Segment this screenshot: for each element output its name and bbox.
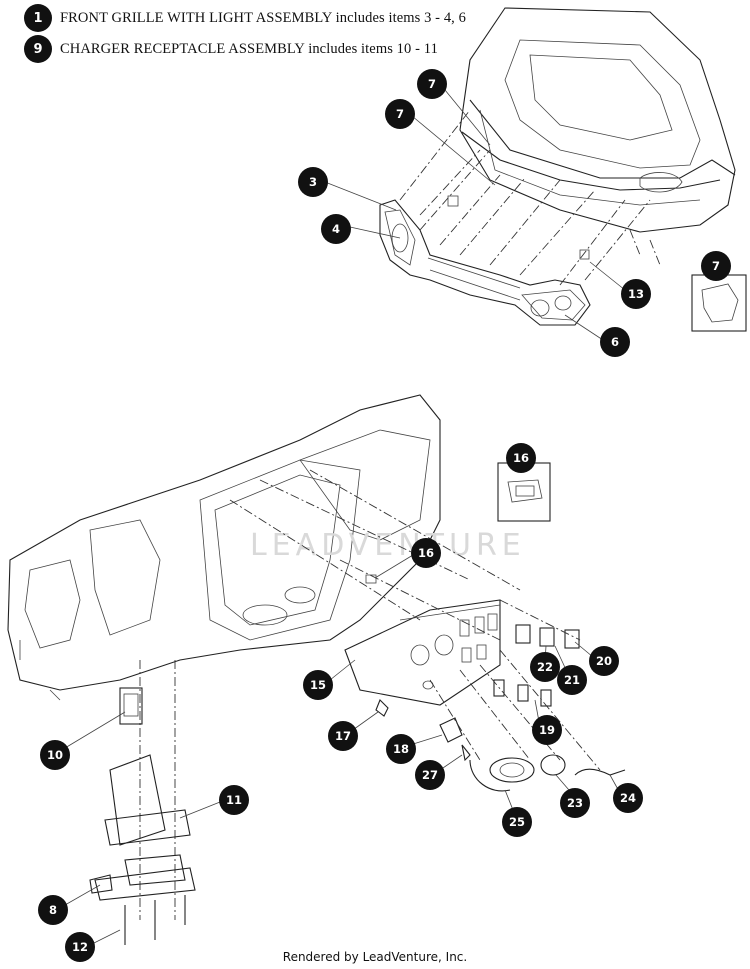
svg-text:4: 4 [332, 222, 340, 236]
dashboard-drawing [7, 394, 441, 701]
svg-text:21: 21 [564, 673, 580, 687]
watermark: LEADVENTURE [250, 528, 526, 563]
svg-text:20: 20 [596, 654, 612, 668]
callout-8: 8 [38, 895, 68, 925]
svg-text:7: 7 [712, 259, 720, 273]
callout-16: 16 [411, 538, 441, 568]
callout-21: 21 [557, 665, 587, 695]
legend-badge: 1 [24, 4, 52, 32]
callout-22: 22 [530, 652, 560, 682]
leader-lines [64, 89, 626, 946]
charger-receptacle-drawing [89, 687, 196, 945]
lower-parts-drawing [375, 699, 626, 792]
svg-text:3: 3 [309, 175, 317, 189]
svg-text:15: 15 [310, 678, 326, 692]
svg-text:19: 19 [539, 723, 555, 737]
top-assembly-lines [399, 109, 661, 286]
legend-row-charger-receptacle: 9 CHARGER RECEPTACLE ASSEMBLY includes i… [24, 35, 438, 63]
svg-text:6: 6 [611, 335, 619, 349]
svg-text:27: 27 [422, 768, 438, 782]
clip-detail-drawing [701, 283, 739, 323]
callout-16-detail: 16 [506, 443, 536, 473]
callout-17: 17 [328, 721, 358, 751]
bottom-assembly-lines [139, 469, 601, 920]
svg-text:7: 7 [396, 107, 404, 121]
svg-text:24: 24 [620, 791, 636, 805]
svg-text:25: 25 [509, 815, 525, 829]
callout-13: 13 [621, 279, 651, 309]
front-cowl-drawing [459, 7, 736, 233]
switch-panel-drawing [344, 599, 501, 706]
callout-10: 10 [40, 740, 70, 770]
footer-credit: Rendered by LeadVenture, Inc. [282, 950, 468, 964]
legend-text: FRONT GRILLE WITH LIGHT ASSEMBLY include… [60, 9, 466, 26]
svg-text:18: 18 [393, 742, 409, 756]
callout-24: 24 [613, 783, 643, 813]
legend-row-front-grille: 1 FRONT GRILLE WITH LIGHT ASSEMBLY inclu… [24, 4, 466, 32]
callout-7-detail: 7 [701, 251, 731, 281]
legend-text: CHARGER RECEPTACLE ASSEMBLY includes ite… [60, 40, 438, 57]
callout-12: 12 [65, 932, 95, 962]
callout-15: 15 [303, 670, 333, 700]
svg-text:17: 17 [335, 729, 351, 743]
callout-18: 18 [386, 734, 416, 764]
callout-19: 19 [532, 715, 562, 745]
svg-text:10: 10 [47, 748, 63, 762]
detail-box-clip [691, 274, 747, 332]
svg-text:12: 12 [72, 940, 88, 954]
callout-6: 6 [600, 327, 630, 357]
svg-text:13: 13 [628, 287, 644, 301]
callout-7: 7 [417, 69, 447, 99]
front-grille-drawing [379, 195, 591, 326]
legend-badge: 9 [24, 35, 52, 63]
svg-text:16: 16 [418, 546, 434, 560]
callout-25: 25 [502, 807, 532, 837]
svg-text:23: 23 [567, 796, 583, 810]
clip-16-drawing [365, 574, 377, 584]
clip-16-detail-slot [515, 485, 535, 497]
svg-text:16: 16 [513, 451, 529, 465]
svg-text:7: 7 [428, 77, 436, 91]
callout-20: 20 [589, 646, 619, 676]
callout-23: 23 [560, 788, 590, 818]
callout-3: 3 [298, 167, 328, 197]
clip-16-detail-drawing [507, 479, 543, 503]
svg-text:8: 8 [49, 903, 57, 917]
svg-text:11: 11 [226, 793, 242, 807]
callout-7: 7 [385, 99, 415, 129]
callout-11: 11 [219, 785, 249, 815]
callout-4: 4 [321, 214, 351, 244]
callout-27: 27 [415, 760, 445, 790]
svg-text:22: 22 [537, 660, 553, 674]
